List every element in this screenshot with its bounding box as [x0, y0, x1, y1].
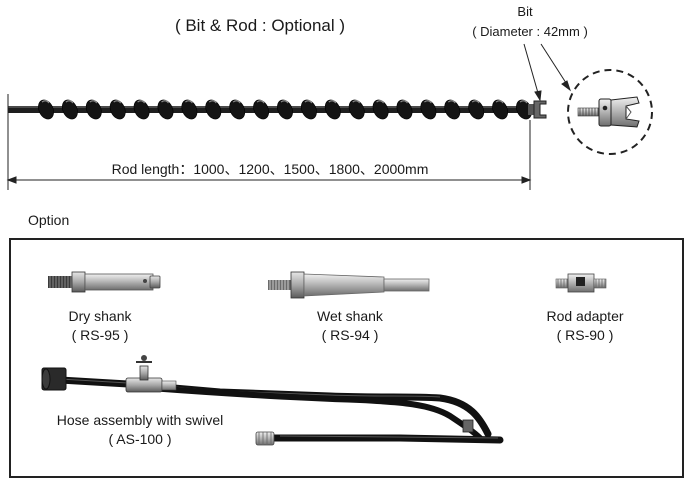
- rod-length-label: Rod length：1000、1200、1500、1800、2000mm: [0, 159, 540, 179]
- auger-rod: [8, 99, 547, 120]
- auger-flight: [61, 99, 78, 120]
- rod-length-text: Rod length：1000、1200、1500、1800、2000mm: [107, 161, 433, 177]
- auger-flight-highlight: [495, 100, 504, 104]
- wet-shank-caption: Wet shank ( RS-94 ): [280, 307, 420, 345]
- hose-assembly-code: ( AS-100 ): [108, 431, 172, 447]
- auger-flight-highlight: [113, 100, 122, 104]
- auger-flight-highlight: [328, 100, 337, 104]
- auger-flight: [277, 99, 293, 120]
- rod-length-dimension: [6, 94, 532, 190]
- bit-collar: [598, 98, 612, 127]
- auger-flight-highlight: [137, 100, 146, 104]
- auger-flight: [205, 99, 222, 120]
- bit-detail-circle: [567, 69, 653, 155]
- auger-flight-highlight: [65, 100, 74, 104]
- rod-adapter-code: ( RS-90 ): [556, 327, 614, 343]
- auger-flight: [38, 99, 54, 120]
- dry-shank-image: [48, 271, 161, 293]
- auger-flight: [468, 99, 485, 120]
- auger-flight-highlight: [400, 100, 408, 104]
- auger-flight-highlight: [232, 100, 241, 104]
- auger-flight: [181, 99, 198, 120]
- auger-flight: [85, 99, 102, 120]
- auger-flight-highlight: [447, 100, 456, 104]
- auger-flight: [348, 99, 365, 120]
- auger-flight: [157, 99, 174, 120]
- rod-adapter-caption: Rod adapter ( RS-90 ): [515, 307, 655, 345]
- rod-adapter-image: [555, 273, 607, 293]
- auger-flight-highlight: [424, 100, 432, 104]
- auger-flight: [109, 99, 126, 120]
- auger-flight-highlight: [185, 100, 193, 104]
- hose-assembly-image: [41, 355, 504, 446]
- wet-shank-name: Wet shank: [317, 308, 383, 324]
- auger-flight: [396, 99, 413, 120]
- auger-flight-highlight: [280, 100, 289, 104]
- auger-flight: [133, 99, 150, 120]
- auger-flight-highlight: [519, 100, 528, 104]
- auger-flight-highlight: [41, 100, 50, 104]
- bit-label: Bit: [517, 4, 533, 19]
- dry-shank-code: ( RS-95 ): [71, 327, 129, 343]
- auger-flight: [324, 99, 341, 120]
- rod-adapter-name: Rod adapter: [546, 308, 624, 324]
- auger-flight-highlight: [304, 100, 313, 104]
- auger-flight-highlight: [208, 100, 217, 104]
- auger-flight-highlight: [471, 100, 480, 104]
- hose-assembly-caption: Hose assembly with swivel ( AS-100 ): [30, 411, 250, 449]
- wet-shank-image: [268, 271, 430, 299]
- bit-diameter-label: ( Diameter : 42mm ): [472, 24, 588, 39]
- auger-flight: [300, 99, 317, 120]
- hose-assembly-name: Hose assembly with swivel: [56, 412, 224, 428]
- auger-flight-highlight: [256, 100, 265, 104]
- auger-flight: [229, 99, 246, 120]
- option-box: [9, 238, 684, 478]
- auger-flight-highlight: [376, 100, 385, 104]
- dry-shank-name: Dry shank: [68, 308, 132, 324]
- auger-flight: [372, 99, 389, 120]
- diagram-title: ( Bit & Rod : Optional ): [174, 16, 346, 35]
- auger-flight: [420, 99, 437, 120]
- option-section-title: Option: [28, 212, 70, 228]
- auger-flight-highlight: [89, 100, 98, 104]
- auger-flight-highlight: [161, 100, 169, 104]
- rod-bit-tip: [528, 100, 547, 119]
- auger-flight: [253, 99, 270, 120]
- auger-flight: [492, 99, 509, 120]
- bit-thread: [577, 107, 601, 117]
- wet-shank-code: ( RS-94 ): [321, 327, 379, 343]
- auger-flight: [444, 99, 461, 120]
- auger-flight-highlight: [352, 100, 361, 104]
- dry-shank-caption: Dry shank ( RS-95 ): [30, 307, 170, 345]
- auger-flights: [38, 99, 532, 120]
- bit-leader-lines: [523, 43, 571, 102]
